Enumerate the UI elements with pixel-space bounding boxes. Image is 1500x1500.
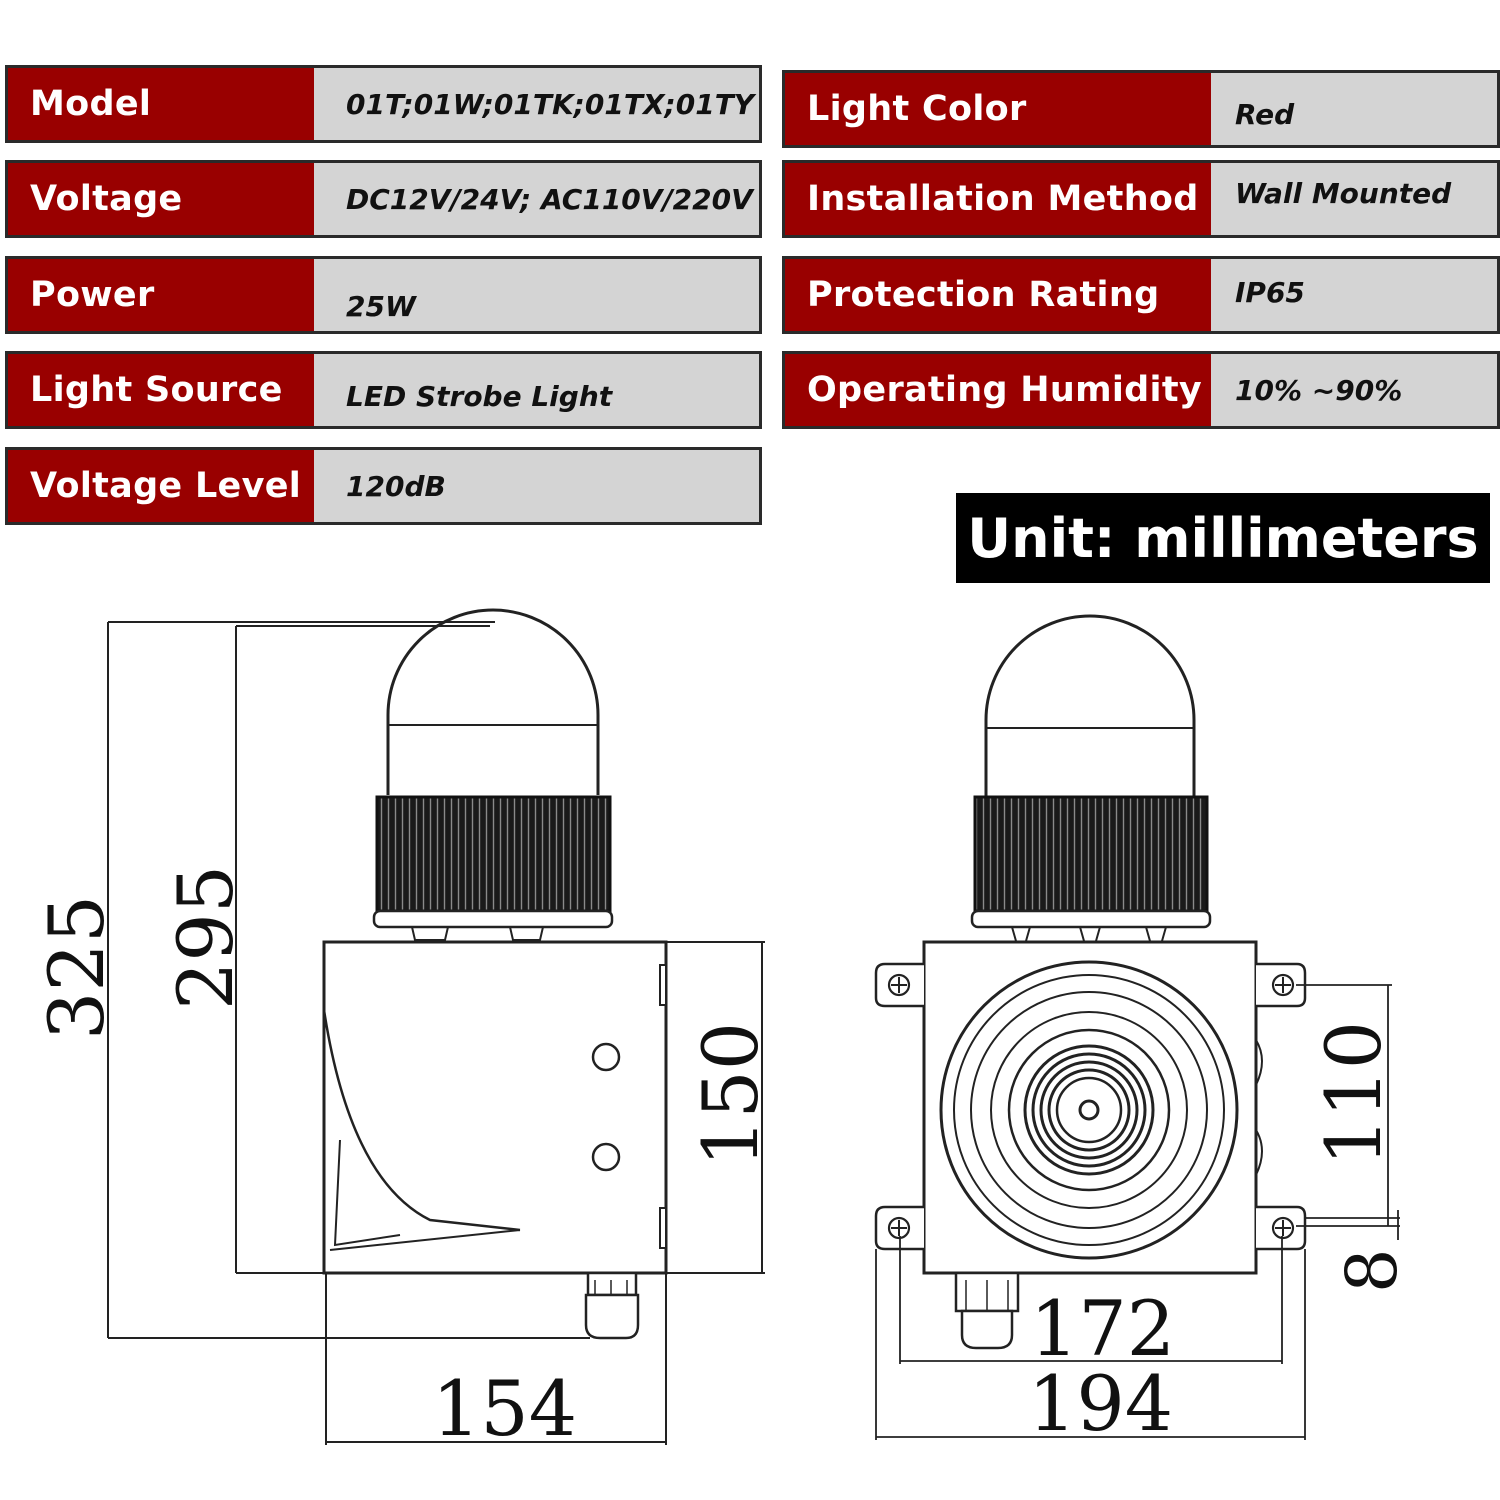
unit-label: Unit: millimeters — [956, 493, 1490, 583]
spec-value: LED Strobe Light — [314, 354, 759, 426]
spec-label: Power — [8, 259, 314, 331]
spec-label: Operating Humidity — [785, 354, 1211, 426]
spec-row-light-source: Light Source LED Strobe Light — [5, 351, 762, 429]
dim-box-height: 150 — [686, 1022, 775, 1167]
dim-body-height: 295 — [161, 865, 250, 1010]
spec-value: 25W — [314, 259, 759, 331]
spec-label: Light Source — [8, 354, 314, 426]
spec-row-model: Model 01T;01W;01TK;01TX;01TY — [5, 65, 762, 143]
spec-value: 120dB — [314, 450, 759, 522]
spec-row-voltage: Voltage DC12V/24V; AC110V/220V — [5, 160, 762, 238]
dim-side-depth: 154 — [432, 1364, 577, 1453]
front-view — [874, 614, 1400, 1440]
spec-row-light-color: Light Color Red — [782, 70, 1500, 148]
dim-mount-hole-spacing-h: 172 — [1030, 1284, 1175, 1373]
spec-row-power: Power 25W — [5, 256, 762, 334]
spec-row-installation-method: Installation Method Wall Mounted — [782, 160, 1500, 238]
dim-total-width: 194 — [1028, 1359, 1173, 1448]
dim-mount-hole-offset: 8 — [1331, 1248, 1413, 1293]
spec-value: Red — [1211, 73, 1497, 145]
spec-label: Light Color — [785, 73, 1211, 145]
spec-value: IP65 — [1211, 259, 1497, 331]
spec-label: Protection Rating — [785, 259, 1211, 331]
spec-value: 01T;01W;01TK;01TX;01TY — [314, 68, 759, 140]
spec-row-voltage-level: Voltage Level 120dB — [5, 447, 762, 525]
side-view — [107, 608, 765, 1445]
spec-value: DC12V/24V; AC110V/220V — [314, 163, 759, 235]
spec-value: 10% ~90% — [1211, 354, 1497, 426]
spec-row-operating-humidity: Operating Humidity 10% ~90% — [782, 351, 1500, 429]
spec-row-protection-rating: Protection Rating IP65 — [782, 256, 1500, 334]
spec-label: Model — [8, 68, 314, 140]
spec-label: Installation Method — [785, 163, 1211, 235]
dim-mount-hole-spacing-v: 110 — [1309, 1021, 1398, 1166]
spec-label: Voltage Level — [8, 450, 314, 522]
dim-total-height: 325 — [32, 895, 121, 1040]
spec-value: Wall Mounted — [1211, 163, 1497, 235]
spec-label: Voltage — [8, 163, 314, 235]
